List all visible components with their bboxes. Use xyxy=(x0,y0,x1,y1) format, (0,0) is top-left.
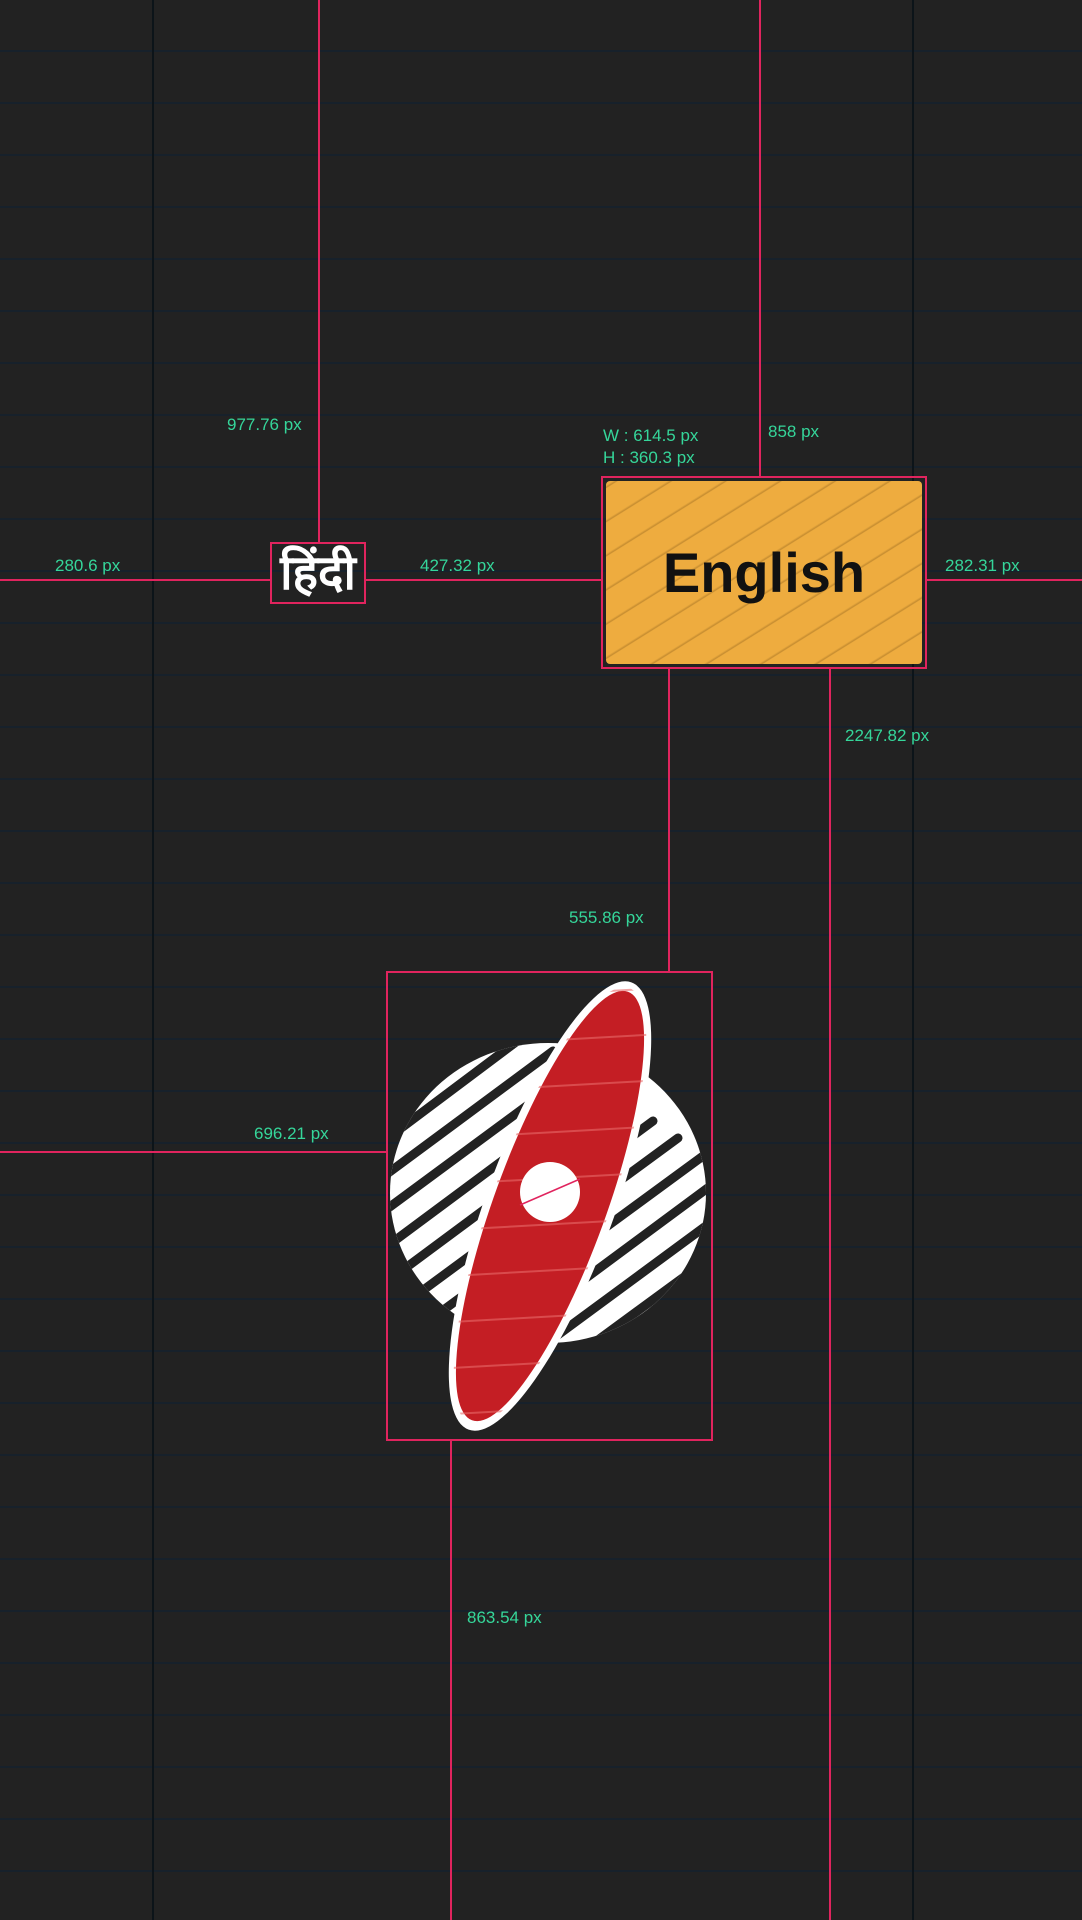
measure-hindi-left: 280.6 px xyxy=(55,556,121,575)
guide-english-top xyxy=(759,0,761,476)
guide-logo-bottom xyxy=(450,1441,452,1920)
measure-logo-left: 696.21 px xyxy=(254,1124,329,1143)
english-label: English xyxy=(662,541,866,604)
language-option-hindi[interactable]: हिंदी xyxy=(270,542,366,604)
guide-english-bottom xyxy=(829,669,831,1920)
guide-english-right xyxy=(927,579,1082,581)
measure-logo-bottom: 863.54 px xyxy=(467,1608,542,1627)
measure-english-bottom: 2247.82 px xyxy=(845,726,930,745)
language-option-english[interactable]: English xyxy=(601,476,927,669)
guide-hindi-left xyxy=(0,579,270,581)
measure-hindi-top: 977.76 px xyxy=(227,415,302,434)
measure-logo-top: 555.86 px xyxy=(569,908,644,927)
measure-english-height: H : 360.3 px xyxy=(603,448,695,467)
measure-english-top: 858 px xyxy=(768,422,820,441)
guide-logo-left xyxy=(0,1151,386,1153)
guide-hindi-to-english xyxy=(366,579,601,581)
margin-line-right xyxy=(912,0,914,1920)
measure-english-width: W : 614.5 px xyxy=(603,426,699,445)
hindi-label: हिंदी xyxy=(280,545,356,601)
guide-logo-top xyxy=(668,669,670,971)
margin-line-left xyxy=(152,0,154,1920)
logo-frame xyxy=(386,971,713,1441)
english-sketch-fill xyxy=(606,481,922,664)
measure-hindi-to-english: 427.32 px xyxy=(420,556,495,575)
planet-ring-logo-icon xyxy=(390,981,706,1431)
guide-hindi-top xyxy=(318,0,320,542)
measure-english-right: 282.31 px xyxy=(945,556,1020,575)
